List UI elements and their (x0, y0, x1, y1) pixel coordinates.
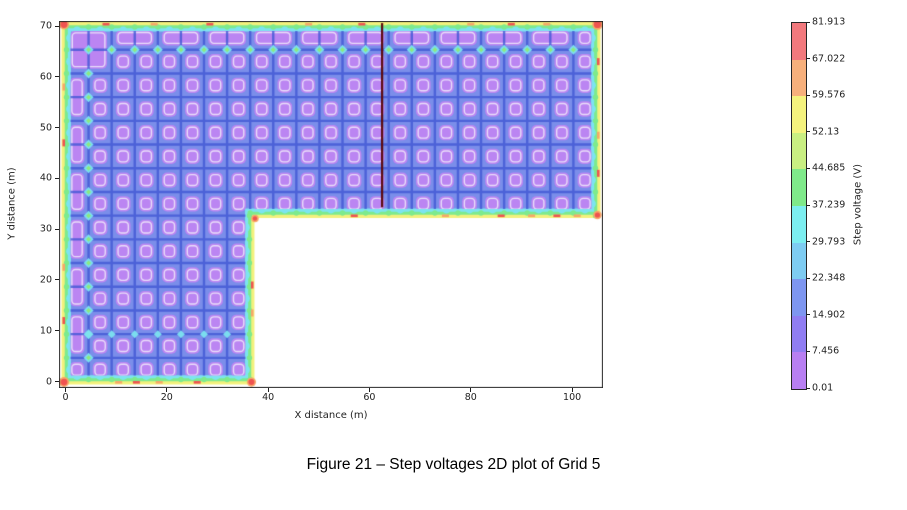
colorbar-tick-label: 22.348 (812, 272, 846, 284)
contour-plot-canvas (59, 21, 603, 388)
x-tick-mark (368, 388, 370, 392)
y-tick-mark (55, 177, 59, 179)
x-tick-mark (166, 388, 168, 392)
colorbar-segment (792, 96, 806, 133)
colorbar-tick-mark (806, 58, 810, 60)
y-tick-label: 10 (39, 325, 52, 337)
figure-caption: Figure 21 – Step voltages 2D plot of Gri… (306, 456, 601, 473)
x-axis-label: X distance (m) (294, 410, 368, 421)
colorbar-tick-mark (806, 21, 810, 23)
y-tick-mark (55, 381, 59, 382)
x-tick-mark (571, 388, 573, 392)
colorbar-tick-label: 67.022 (812, 53, 846, 65)
colorbar-tick-mark (806, 277, 810, 279)
colorbar-segment (792, 352, 806, 389)
y-tick-label: 30 (39, 223, 52, 235)
y-tick-mark (55, 279, 59, 281)
y-tick-label: 60 (39, 71, 52, 83)
y-tick-mark (55, 330, 59, 332)
colorbar-tick-label: 0.01 (812, 382, 834, 394)
colorbar-segment (792, 315, 806, 353)
colorbar-tick-label: 7.456 (812, 345, 840, 357)
colorbar-segment (792, 205, 806, 243)
y-tick-mark (55, 25, 59, 27)
colorbar-tick-mark (806, 314, 810, 316)
colorbar-tick-mark (806, 94, 810, 96)
colorbar-tick-label: 52.13 (812, 126, 840, 138)
colorbar-tick-mark (806, 204, 810, 206)
colorbar-tick-label: 14.902 (812, 309, 846, 321)
colorbar-segment (792, 23, 806, 60)
y-tick-label: 50 (39, 122, 52, 134)
y-tick-label: 20 (39, 274, 52, 286)
y-tick-label: 40 (39, 172, 52, 184)
x-tick-label: 40 (262, 392, 275, 403)
x-tick-label: 20 (160, 392, 173, 403)
x-tick-mark (267, 388, 269, 392)
colorbar (791, 22, 807, 390)
colorbar-tick-label: 81.913 (812, 16, 846, 28)
x-tick-mark (64, 388, 66, 392)
colorbar-tick-label: 59.576 (812, 89, 846, 101)
colorbar-tick-label: 37.239 (812, 199, 846, 211)
x-tick-mark (470, 388, 472, 392)
colorbar-label: Step voltage (V) (852, 163, 864, 246)
x-tick-label: 100 (563, 392, 582, 403)
y-axis-label: Y distance (m) (6, 167, 18, 240)
colorbar-tick-mark (806, 350, 810, 352)
colorbar-tick-mark (806, 241, 810, 243)
y-tick-label: 0 (45, 376, 52, 387)
colorbar-tick-mark (806, 167, 810, 169)
colorbar-segment (792, 242, 806, 280)
colorbar-tick-mark (806, 387, 810, 389)
colorbar-tick-label: 29.793 (812, 236, 846, 248)
colorbar-segment (792, 279, 806, 316)
x-tick-label: 0 (62, 392, 69, 403)
colorbar-segment (792, 169, 806, 206)
y-tick-mark (55, 228, 59, 230)
y-tick-mark (55, 127, 59, 129)
x-tick-label: 80 (464, 392, 477, 403)
colorbar-segment (792, 59, 806, 97)
x-tick-label: 60 (363, 392, 376, 403)
colorbar-tick-label: 44.685 (812, 162, 846, 174)
step-voltage-figure: Y distance (m) X distance (m) Step volta… (6, 16, 864, 422)
colorbar-segment (792, 132, 806, 170)
y-tick-label: 70 (39, 20, 52, 32)
colorbar-tick-mark (806, 131, 810, 133)
y-tick-mark (55, 76, 59, 78)
